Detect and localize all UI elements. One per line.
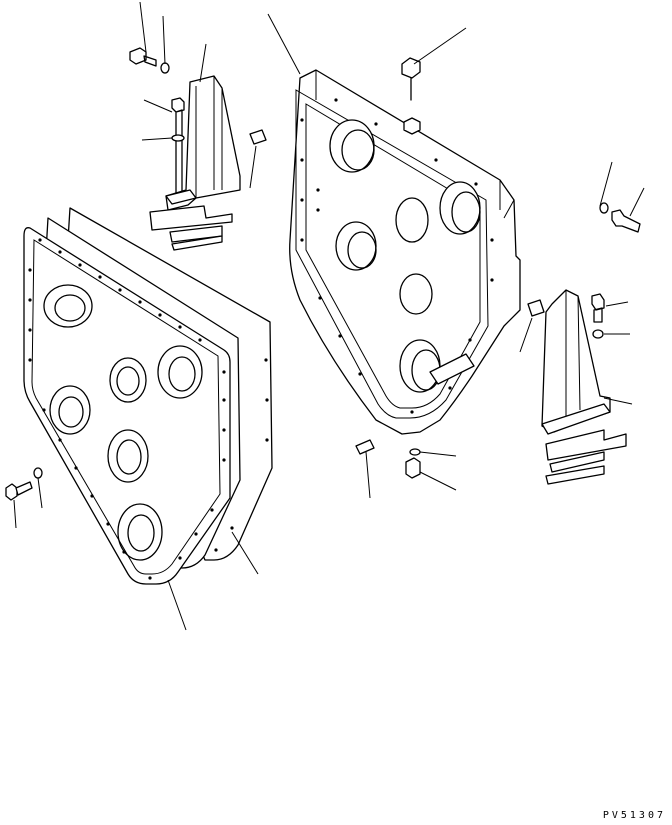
right-dowel-pin: [527, 299, 545, 317]
front-cover-plate-inner-edge: [31, 239, 221, 575]
bracket-dowel-pin: [249, 129, 267, 145]
bracket-vertical-bolt: [171, 97, 185, 201]
housing-port-3: [335, 221, 377, 271]
leader-lines: [13, 1, 645, 631]
cover-port-3: [157, 345, 203, 399]
cover-port-4: [49, 385, 91, 435]
housing-port-1: [329, 119, 375, 173]
bracket-shims: [149, 205, 233, 251]
center-housing-group: [289, 57, 521, 479]
housing-dowel-pin: [355, 439, 375, 455]
housing-opening-1: [395, 197, 429, 243]
cover-bolt-holes: [28, 238, 269, 580]
right-bracket-washer-top: [599, 202, 609, 214]
right-bracket-top-bolt: [611, 209, 641, 233]
left-bracket-group: [129, 47, 267, 251]
housing-opening-2: [399, 273, 433, 315]
housing-bolt-holes: [300, 98, 494, 414]
front-cover-plate: [23, 227, 231, 585]
cover-port-6: [117, 503, 163, 561]
cover-port-5: [107, 429, 149, 483]
housing-flange-edge: [295, 89, 489, 419]
right-bracket-group: [527, 202, 641, 485]
housing-breather: [401, 57, 421, 135]
right-bracket-washer: [592, 329, 604, 339]
cover-port-2: [109, 357, 147, 403]
right-bracket-shims: [545, 429, 627, 485]
housing-port-2: [439, 181, 481, 235]
housing-port-4: [399, 339, 441, 393]
cover-port-1: [43, 284, 93, 328]
front-cover-plate-group: [5, 207, 273, 585]
cover-washer: [33, 467, 43, 479]
housing-drain-plug: [405, 448, 421, 479]
bracket-top-washer: [160, 62, 170, 74]
right-bracket-vertical-bolt: [591, 293, 605, 323]
cover-bolt: [5, 481, 33, 501]
drawing-reference-code: PV51307: [602, 810, 666, 821]
bracket-washer: [171, 134, 185, 142]
bracket-top-bolt: [129, 47, 157, 67]
